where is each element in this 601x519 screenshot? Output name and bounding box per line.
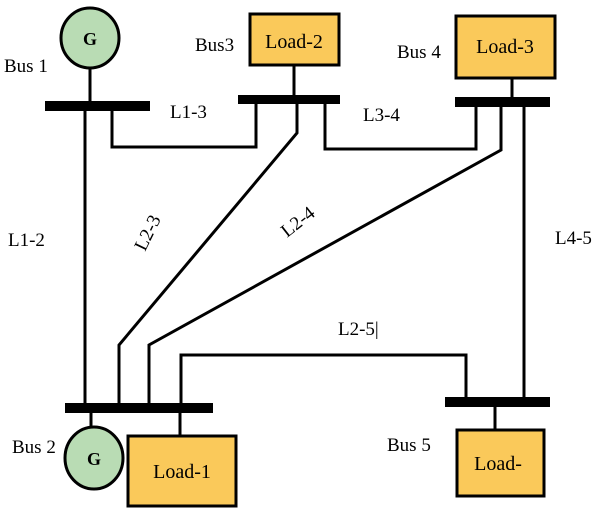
line-l45-label: L4-5 (555, 228, 592, 249)
line-l34-label: L3-4 (363, 105, 400, 126)
line-l13-label: L1-3 (170, 102, 207, 123)
load-2-box (248, 12, 341, 67)
generator-1-label: G (83, 29, 97, 49)
line-l12-label: L1-2 (8, 230, 45, 251)
line-l25-label: L2-5| (338, 319, 379, 340)
line-l34 (323, 104, 478, 151)
load-3-label: Load-3 (476, 36, 534, 58)
generator-1 (59, 6, 121, 70)
bus3-bar (238, 95, 340, 104)
bus5-label: Bus 5 (387, 435, 431, 456)
bus4-bar (455, 97, 550, 107)
line-l13 (110, 104, 258, 149)
load-3-box (454, 14, 557, 80)
line-l23-label: L2-3 (131, 212, 166, 254)
line-l24 (147, 107, 503, 403)
load-2-label: Load-2 (265, 31, 323, 53)
line-l23 (117, 104, 299, 403)
bus3-label: Bus3 (195, 35, 234, 56)
load-1-label: Load-1 (153, 461, 211, 483)
line-l25 (179, 353, 468, 403)
bus4-label: Bus 4 (397, 42, 441, 63)
bus2-bar (65, 403, 213, 413)
bus1-bar (45, 101, 150, 111)
generator-2 (63, 425, 125, 491)
bus1-label: Bus 1 (4, 56, 48, 77)
generator-2-label: G (87, 449, 101, 469)
line-l24-label: L2-4 (277, 202, 319, 242)
bus2-label: Bus 2 (12, 437, 56, 458)
load-5-label: Load- (474, 453, 522, 475)
load-1-box (126, 434, 238, 508)
load-5-box (455, 428, 546, 498)
bus5-bar (445, 397, 550, 407)
